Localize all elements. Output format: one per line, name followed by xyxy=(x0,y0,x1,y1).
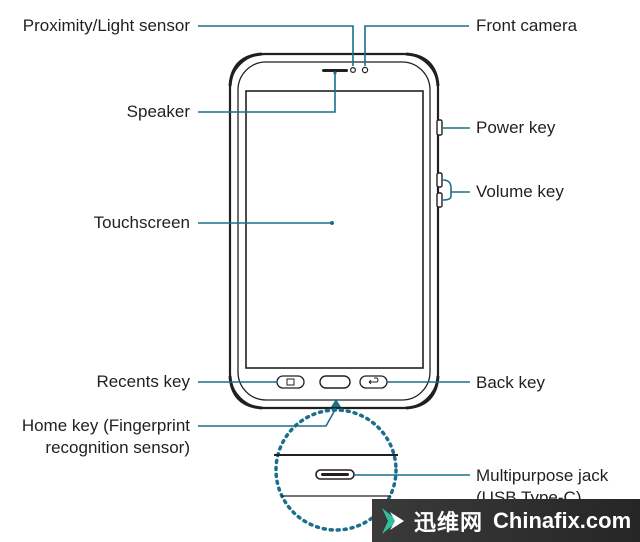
label-back-key: Back key xyxy=(476,373,545,392)
label-volume-key: Volume key xyxy=(476,182,564,201)
label-multipurpose-jack-line1: Multipurpose jack xyxy=(476,466,609,485)
label-power-key: Power key xyxy=(476,118,556,137)
watermark-logo-icon xyxy=(382,507,404,534)
volume-down-key xyxy=(436,192,443,208)
label-proximity-light-sensor: Proximity/Light sensor xyxy=(22,16,190,35)
power-key xyxy=(436,119,443,136)
usb-zoom-circle xyxy=(274,408,398,532)
label-home-key-line2: recognition sensor) xyxy=(45,438,190,457)
watermark-banner: 迅维网 Chinafix.com xyxy=(372,499,640,542)
volume-up-key xyxy=(436,172,443,188)
label-touchscreen: Touchscreen xyxy=(93,213,190,232)
home-key xyxy=(319,375,351,389)
back-key xyxy=(359,375,388,389)
touchscreen xyxy=(245,90,424,369)
recents-key xyxy=(276,375,305,389)
watermark-chinese-text: 迅维网 xyxy=(414,509,484,535)
front-camera-dot xyxy=(361,66,369,74)
label-recents-key: Recents key xyxy=(96,372,190,391)
speaker-grille xyxy=(322,69,348,72)
watermark-english-text: Chinafix.com xyxy=(493,507,632,533)
label-front-camera: Front camera xyxy=(476,16,578,35)
label-home-key-line1: Home key (Fingerprint xyxy=(21,416,190,435)
label-speaker: Speaker xyxy=(126,102,190,121)
leader-lines xyxy=(198,25,470,476)
proximity-sensor-dot xyxy=(350,66,357,73)
